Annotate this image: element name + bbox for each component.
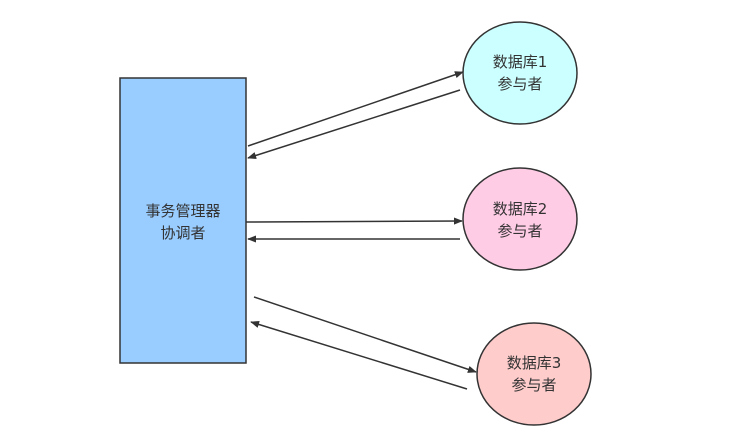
participant-2-title: 数据库2 [493, 200, 548, 218]
arrow-participant-3-to-coordinator [250, 320, 468, 390]
arrow-coordinator-to-participant-1 [247, 71, 464, 147]
participant-1-ellipse [462, 21, 578, 125]
participant-1-title: 数据库1 [493, 53, 548, 71]
coordinator-node: 事务管理器 协调者 [119, 77, 247, 364]
participant-3-ellipse [476, 322, 592, 426]
participant-2-role: 参与者 [497, 222, 542, 240]
participant-node-2: 数据库2 参与者 [462, 167, 578, 271]
coordinator-box [119, 77, 247, 364]
participant-node-1: 数据库1 参与者 [462, 21, 578, 125]
coordinator-title: 事务管理器 [145, 202, 220, 220]
participant-node-3: 数据库3 参与者 [476, 322, 592, 426]
participant-3-role: 参与者 [511, 376, 556, 394]
participant-2-ellipse [462, 167, 578, 271]
participant-1-role: 参与者 [497, 75, 542, 93]
arrow-participant-1-to-coordinator [247, 89, 461, 159]
arrow-coordinator-to-participant-2 [245, 217, 463, 225]
arrow-coordinator-to-participant-3 [253, 296, 477, 373]
coordinator-role: 协调者 [160, 224, 205, 242]
participant-3-title: 数据库3 [507, 354, 562, 372]
